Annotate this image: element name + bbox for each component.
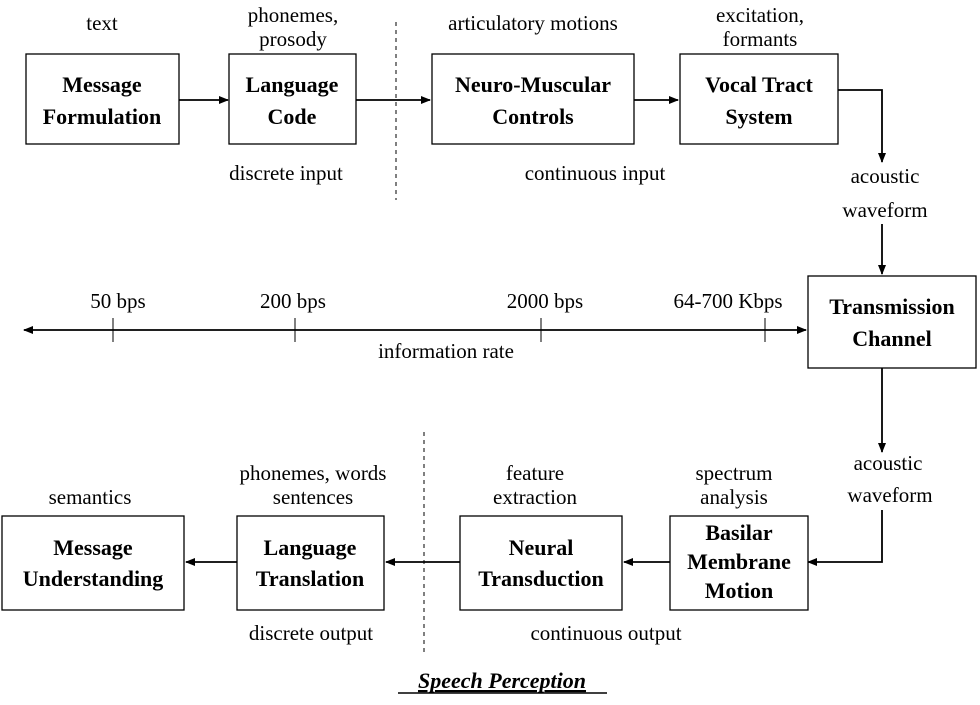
annotation-phonemes-words-line2: sentences (273, 485, 353, 509)
section-title-speech-perception: Speech Perception (418, 668, 586, 693)
svg-text:Vocal Tract: Vocal Tract (705, 72, 813, 97)
block-message-understanding: Message Understanding (1, 515, 185, 611)
annotation-semantics: semantics (49, 485, 132, 509)
label-acoustic-waveform-bottom-line2: waveform (847, 483, 932, 507)
label-continuous-output: continuous output (530, 621, 681, 645)
svg-text:Message: Message (53, 535, 133, 560)
annotation-excitation-formants-line2: formants (723, 27, 798, 51)
tick-label-50bps: 50 bps (90, 289, 145, 313)
label-continuous-input: continuous input (525, 161, 666, 185)
label-discrete-output: discrete output (249, 621, 373, 645)
block-transmission-channel: Transmission Channel (807, 275, 977, 369)
block-neuro-muscular-controls: Neuro-Muscular Controls (431, 53, 635, 145)
annotation-feature-extraction-line1: feature (506, 461, 564, 485)
block-vocal-tract-system: Vocal Tract System (679, 53, 839, 145)
svg-text:Message: Message (62, 72, 142, 97)
annotation-phonemes-words-line1: phonemes, words (240, 461, 387, 485)
axis-label-information-rate: information rate (378, 339, 514, 363)
information-rate-axis: 50 bps 200 bps 2000 bps 64-700 Kbps info… (23, 289, 807, 363)
svg-text:Formulation: Formulation (43, 104, 162, 129)
svg-text:Code: Code (268, 104, 317, 129)
label-acoustic-waveform-top-line1: acoustic (851, 164, 920, 188)
svg-text:Neuro-Muscular: Neuro-Muscular (455, 72, 611, 97)
arrow-waveform-to-basilar (807, 510, 883, 566)
svg-text:Transduction: Transduction (478, 566, 604, 591)
tick-label-64-700kbps: 64-700 Kbps (673, 289, 782, 313)
label-discrete-input: discrete input (229, 161, 343, 185)
block-language-translation: Language Translation (236, 515, 385, 611)
annotation-spectrum-analysis-line1: spectrum (696, 461, 773, 485)
annotation-excitation-formants-line1: excitation, (716, 3, 804, 27)
label-acoustic-waveform-bottom-line1: acoustic (854, 451, 923, 475)
annotation-phonemes-prosody-line2: prosody (259, 27, 327, 51)
tick-label-2000bps: 2000 bps (507, 289, 583, 313)
label-acoustic-waveform-top-line2: waveform (842, 198, 927, 222)
block-language-code: Language Code (228, 53, 357, 145)
svg-text:Controls: Controls (492, 104, 574, 129)
svg-text:Understanding: Understanding (23, 566, 164, 591)
annotation-articulatory-motions: articulatory motions (448, 11, 618, 35)
block-neural-transduction: Neural Transduction (459, 515, 623, 611)
annotation-text: text (86, 11, 118, 35)
svg-text:Membrane: Membrane (687, 549, 791, 574)
svg-text:Transmission: Transmission (829, 294, 955, 319)
svg-text:Language: Language (246, 72, 339, 97)
svg-text:Neural: Neural (509, 535, 574, 560)
annotation-phonemes-prosody-line1: phonemes, (248, 3, 338, 27)
tick-label-200bps: 200 bps (260, 289, 326, 313)
annotation-spectrum-analysis-line2: analysis (700, 485, 768, 509)
svg-text:Basilar: Basilar (705, 520, 772, 545)
svg-text:Motion: Motion (705, 578, 773, 603)
annotation-feature-extraction-line2: extraction (493, 485, 577, 509)
svg-text:Channel: Channel (852, 326, 931, 351)
svg-text:System: System (725, 104, 792, 129)
arrow-vocal-to-waveform (838, 89, 886, 163)
block-basilar-membrane-motion: Basilar Membrane Motion (669, 515, 809, 611)
block-message-formulation: Message Formulation (25, 53, 180, 145)
svg-text:Language: Language (264, 535, 357, 560)
svg-text:Translation: Translation (256, 566, 364, 591)
